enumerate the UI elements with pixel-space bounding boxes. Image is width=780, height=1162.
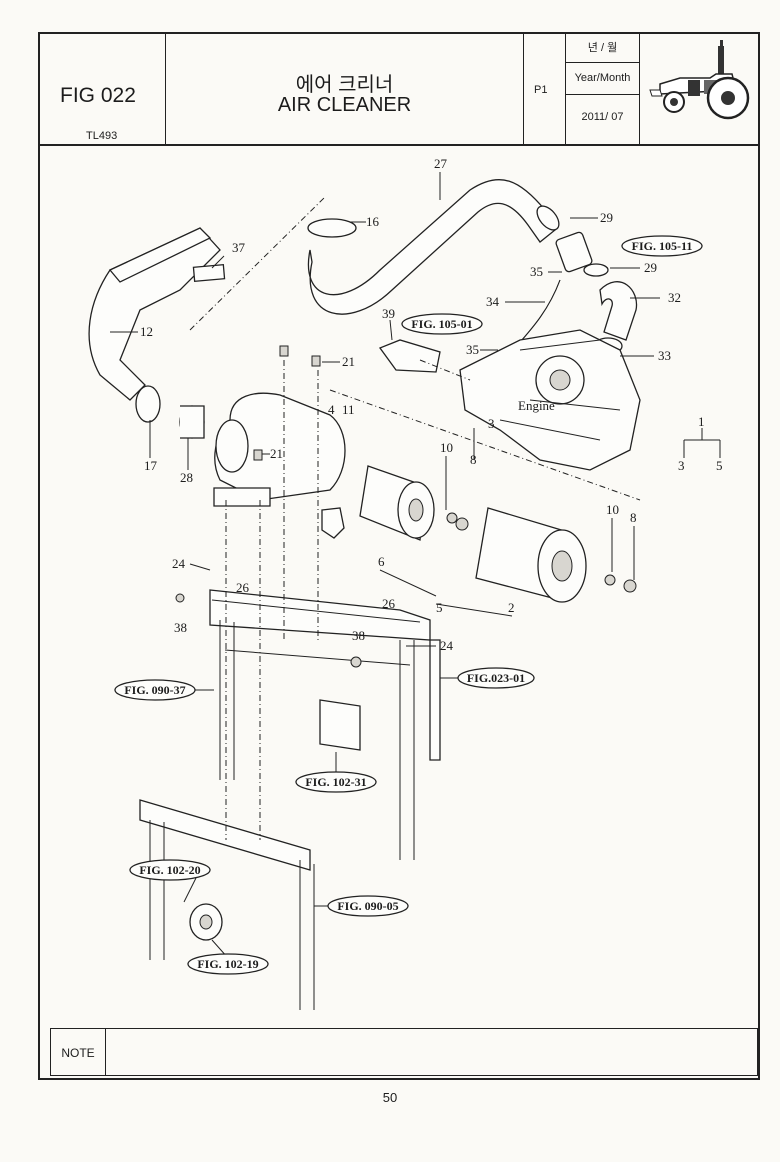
filter-element-6: [359, 465, 435, 541]
figure-number-cell: FIG 022 TL493: [40, 34, 166, 144]
callout-34: 34: [486, 294, 500, 309]
callout-38b: 38: [352, 628, 365, 643]
title-korean: 에어 크리너: [295, 74, 394, 96]
callout-21b: 21: [270, 446, 283, 461]
note-row: NOTE: [50, 1028, 758, 1076]
callout-21a: 21: [342, 354, 355, 369]
ref-fig-102-19[interactable]: FIG. 102-19: [187, 953, 269, 975]
year-month-label: Year/Month: [566, 62, 639, 95]
title-english: AIR CLEANER: [277, 94, 412, 116]
callout-26b: 26: [382, 596, 396, 611]
page-cell: P1: [524, 34, 566, 144]
bracket-37: [192, 264, 226, 282]
year-month-korean: 년 / 월: [566, 34, 639, 63]
figure-number: FIG 022: [60, 84, 136, 107]
pipe-39: [378, 339, 441, 373]
ref-fig-023-01[interactable]: FIG.023-01: [457, 667, 535, 689]
ref-fig-102-20[interactable]: FIG. 102-20: [129, 859, 211, 881]
svg-text:FIG. 102-20: FIG. 102-20: [139, 863, 200, 877]
callout-24a: 24: [172, 556, 186, 571]
callout-8b: 8: [630, 510, 637, 525]
note-label: NOTE: [51, 1029, 106, 1075]
callout-29b: 29: [644, 260, 657, 275]
filter-element-2: [475, 507, 587, 603]
header-block: FIG 022 TL493 에어 크리너 AIR CLEANER P1 년 / …: [40, 34, 758, 146]
callout-35a: 35: [530, 264, 543, 279]
callout-33: 33: [658, 348, 671, 363]
page-code: P1: [534, 84, 548, 96]
callout-38a: 38: [174, 620, 187, 635]
callout-6: 6: [378, 554, 385, 569]
callout-37: 37: [232, 240, 246, 255]
exploded-diagram: 27 16 29 37 35 29 32 34 39 12 35 33 21 4…: [88, 156, 723, 1010]
ref-fig-105-01[interactable]: FIG. 105-01: [401, 313, 483, 335]
clamp-29: [583, 263, 609, 277]
callout-17: 17: [144, 458, 158, 473]
callout-1: 1: [698, 414, 705, 429]
engine-block: [459, 329, 641, 471]
page-number: 50: [382, 1090, 398, 1105]
mounting-frame: [139, 589, 441, 1010]
callout-11: 11: [342, 402, 355, 417]
callout-24b: 24: [440, 638, 454, 653]
year-month-cell: 년 / 월 Year/Month 2011/ 07: [566, 34, 640, 144]
svg-text:FIG.023-01: FIG.023-01: [467, 671, 525, 685]
issue-date: 2011/ 07: [581, 111, 624, 123]
ref-fig-102-31[interactable]: FIG. 102-31: [295, 771, 377, 793]
callout-8a: 8: [470, 452, 477, 467]
callout-12: 12: [140, 324, 153, 339]
callout-2: 2: [508, 600, 515, 615]
callout-3b: 3: [678, 458, 685, 473]
cleaner-housing-4: [214, 392, 346, 501]
hose-clamp-16: [307, 218, 357, 238]
callout-5: 5: [436, 600, 443, 615]
svg-text:FIG. 090-05: FIG. 090-05: [337, 899, 398, 913]
intake-hose-27: [307, 179, 556, 315]
ref-fig-090-05[interactable]: FIG. 090-05: [327, 895, 409, 917]
callout-26a: 26: [236, 580, 250, 595]
callout-29a: 29: [600, 210, 613, 225]
svg-text:FIG. 105-01: FIG. 105-01: [411, 317, 472, 331]
callout-10a: 10: [440, 440, 453, 455]
elbow-connector: [555, 231, 593, 273]
title-cell: 에어 크리너 AIR CLEANER: [166, 34, 524, 144]
callout-28: 28: [180, 470, 193, 485]
clamp-17: [135, 385, 161, 423]
callout-4: 4: [328, 402, 335, 417]
svg-text:FIG. 102-19: FIG. 102-19: [197, 957, 258, 971]
engine-label: Engine: [518, 398, 555, 413]
tractor-icon: [649, 40, 750, 120]
model-code: TL493: [86, 130, 118, 142]
svg-text:FIG. 090-37: FIG. 090-37: [124, 683, 185, 697]
callout-5b: 5: [716, 458, 723, 473]
callout-3: 3: [488, 416, 495, 431]
svg-text:FIG. 105-11: FIG. 105-11: [632, 239, 693, 253]
valve-11: [321, 507, 345, 539]
callout-10b: 10: [606, 502, 619, 517]
callout-16: 16: [366, 214, 380, 229]
svg-text:FIG. 102-31: FIG. 102-31: [305, 775, 366, 789]
ref-fig-105-11[interactable]: FIG. 105-11: [621, 235, 703, 257]
parts-sheet: FIG 022 TL493 에어 크리너 AIR CLEANER P1 년 / …: [38, 32, 760, 1080]
callout-32: 32: [668, 290, 681, 305]
callout-39: 39: [382, 306, 395, 321]
callout-27: 27: [434, 156, 448, 171]
hose-32: [599, 281, 638, 341]
callout-35b: 35: [466, 342, 479, 357]
tractor-logo-cell: [640, 34, 758, 144]
ref-fig-090-37[interactable]: FIG. 090-37: [114, 679, 196, 701]
